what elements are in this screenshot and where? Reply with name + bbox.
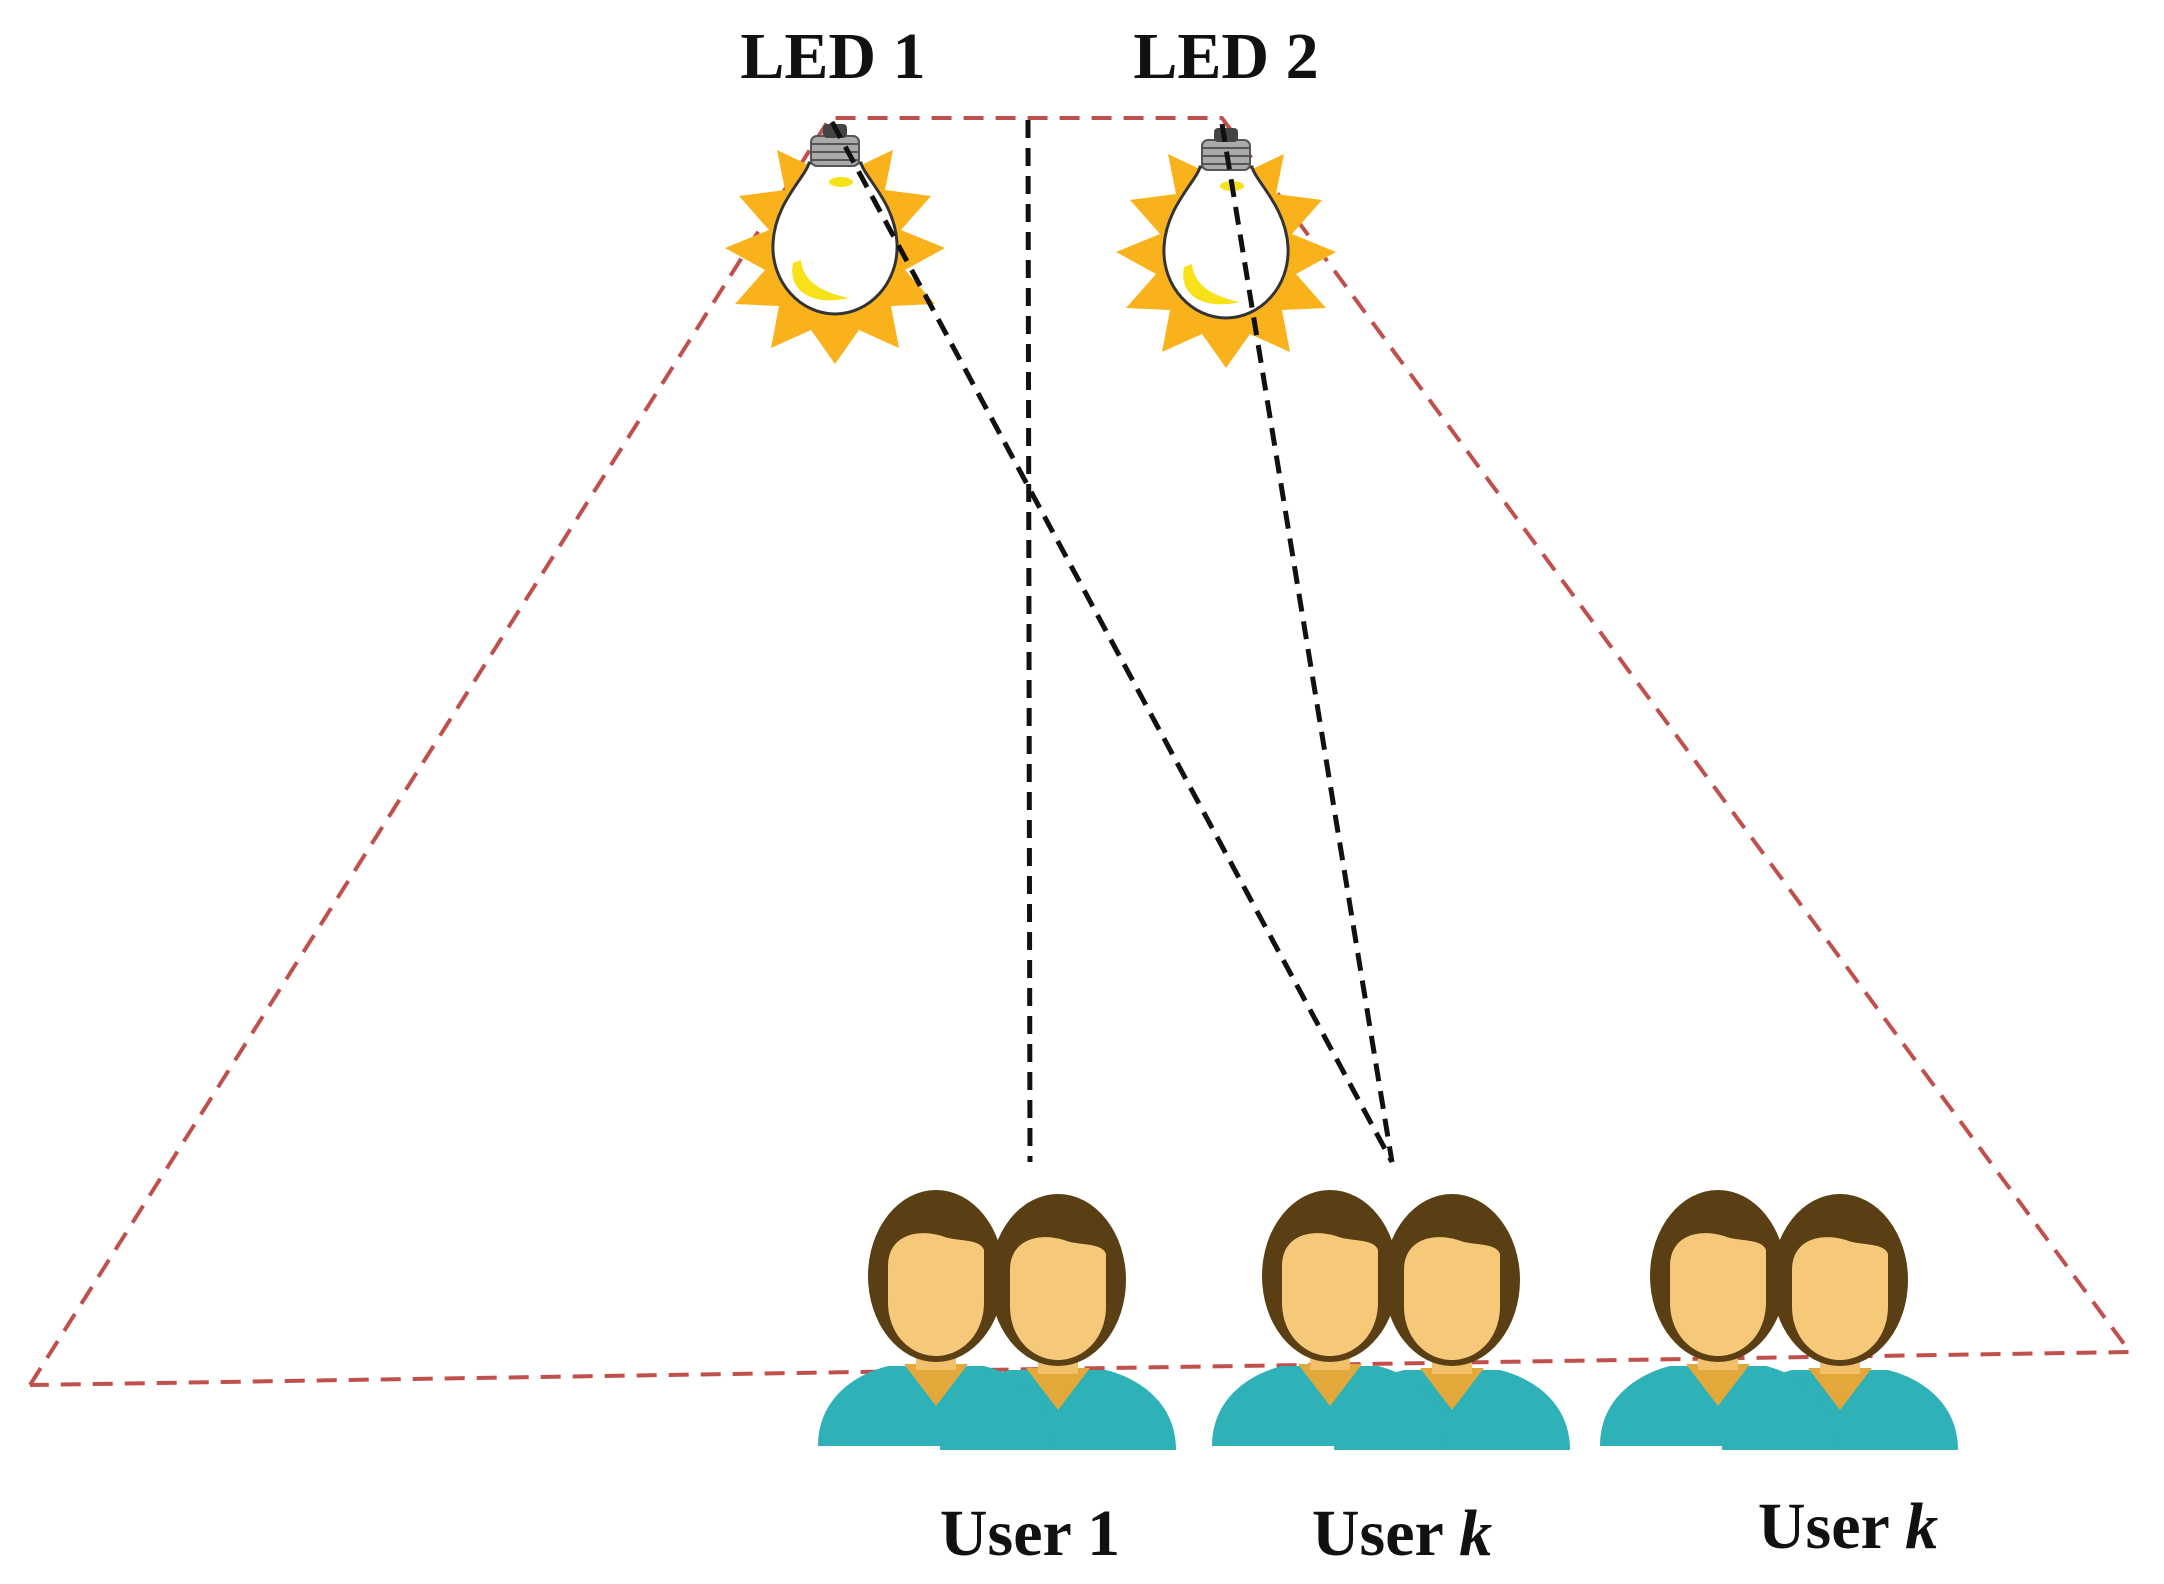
- led-1: [723, 122, 947, 366]
- user-k-label-1: User k: [1312, 1497, 1492, 1570]
- user-group-1: [818, 1190, 1176, 1450]
- link-led1-userk: [829, 120, 1395, 1164]
- user-k2-label-var: k: [1905, 1490, 1938, 1563]
- user-1-label-var: 1: [1087, 1497, 1120, 1570]
- coverage-area: [28, 116, 2132, 1387]
- user-1-label-main: User: [940, 1497, 1087, 1570]
- user-1-label: User 1: [940, 1497, 1120, 1570]
- link-vertical-user1: [1025, 119, 1033, 1163]
- user-group-k-2: [1600, 1190, 1958, 1450]
- user-group-icon: [818, 1190, 1176, 1450]
- link-led2-userk: [1219, 123, 1395, 1163]
- led-2-label: LED 2: [1133, 20, 1318, 93]
- led-2: [1114, 126, 1338, 370]
- user-group-k-1: [1212, 1190, 1570, 1450]
- user-k-label-2: User k: [1758, 1490, 1938, 1563]
- light-bulb-icon: [723, 122, 947, 366]
- user-group-icon: [1212, 1190, 1570, 1450]
- led-1-label: LED 1: [740, 20, 925, 93]
- user-k1-label-main: User: [1312, 1497, 1459, 1570]
- user-group-icon: [1600, 1190, 1958, 1450]
- link-lines: [829, 119, 1395, 1164]
- light-bulb-icon: [1114, 126, 1338, 370]
- user-k1-label-var: k: [1459, 1497, 1492, 1570]
- user-k2-label-main: User: [1758, 1490, 1905, 1563]
